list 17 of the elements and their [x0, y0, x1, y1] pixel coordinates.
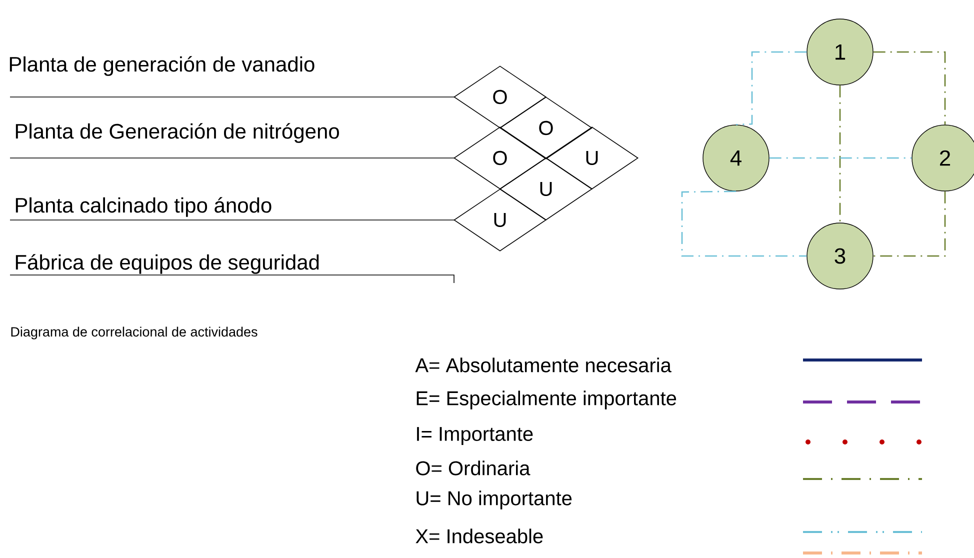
- row-label: Planta de Generación de nitrógeno: [16, 123, 339, 143]
- legend-text: U= No importante: [416, 490, 572, 510]
- connector-line: [736, 51, 807, 126]
- legend-text: E= Especialmente importante: [416, 390, 676, 410]
- connector-line: [873, 51, 946, 125]
- caption: Diagrama de correlacional de actividades: [11, 326, 258, 340]
- legend-text: I= Importante: [417, 427, 533, 445]
- row-label: Planta calcinado tipo ánodo: [16, 197, 272, 217]
- legend-text: A= Absolutamente necesaria: [415, 358, 672, 372]
- connector-line: [769, 157, 912, 159]
- connector-line: [681, 190, 807, 257]
- legend-text: O= Ordinaria: [416, 460, 530, 476]
- legend-text: X= Indeseable: [416, 528, 543, 544]
- connector-line: [873, 191, 946, 257]
- connector-line: [839, 85, 841, 223]
- row-label: Fábrica de equipos de seguridad: [16, 254, 319, 274]
- row-label: Planta de generación de vanadio: [10, 56, 314, 76]
